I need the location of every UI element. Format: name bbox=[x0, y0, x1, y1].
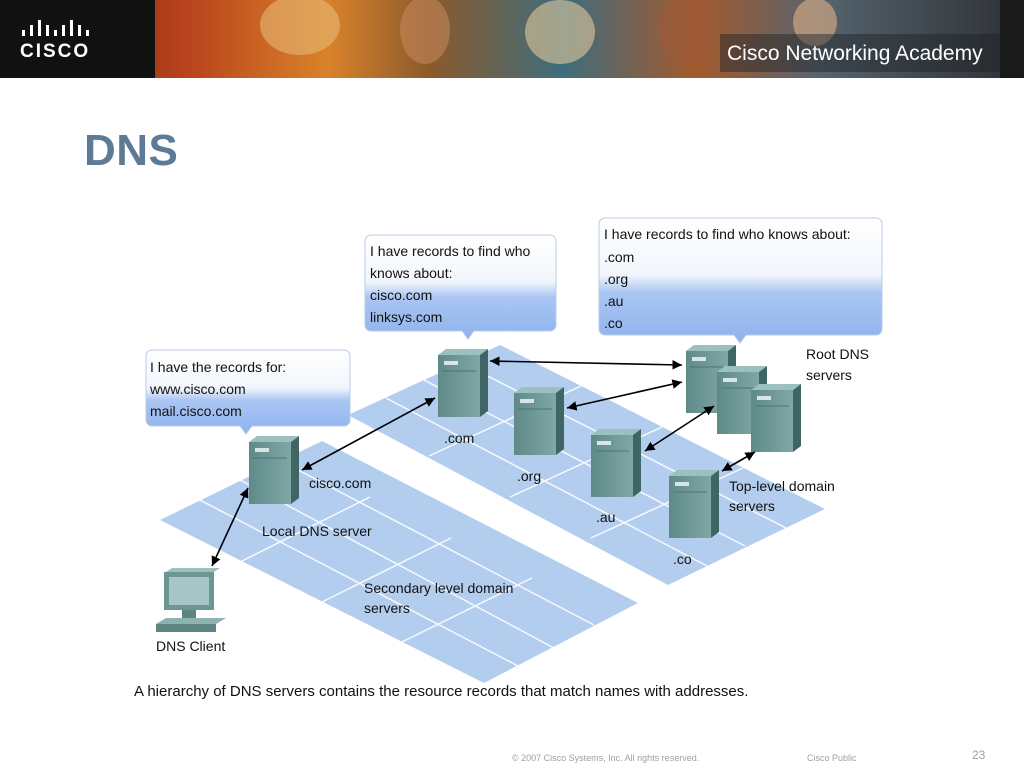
local-dns-server-icon bbox=[248, 435, 300, 505]
root-dns-label-line-2: servers bbox=[806, 367, 852, 383]
arrow-org-root bbox=[566, 379, 683, 411]
co-server-icon bbox=[668, 469, 720, 539]
au-label: .au bbox=[596, 509, 615, 525]
secondary-level-label-line-1: Secondary level domain bbox=[364, 580, 513, 596]
root-records-bubble: I have records to find who knows about: … bbox=[598, 217, 883, 344]
com-bubble-line-3: cisco.com bbox=[370, 287, 432, 303]
footer-copyright: © 2007 Cisco Systems, Inc. All rights re… bbox=[512, 753, 700, 763]
root-bubble-line-1: I have records to find who knows about: bbox=[604, 226, 851, 242]
local-records-bubble: I have the records for: www.cisco.com ma… bbox=[145, 349, 351, 435]
root-bubble-line-4: .au bbox=[604, 293, 623, 309]
dns-client-label: DNS Client bbox=[156, 638, 225, 654]
footer-classification: Cisco Public bbox=[807, 753, 857, 763]
academy-title: Cisco Networking Academy bbox=[727, 42, 983, 65]
arrow-au-root bbox=[644, 405, 715, 452]
slide-title: DNS bbox=[84, 126, 179, 175]
com-bubble-line-2: knows about: bbox=[370, 265, 453, 281]
banner-graphic: CISCO Cisco Networking Academy bbox=[0, 0, 1024, 78]
cisco-logo-text: CISCO bbox=[20, 41, 90, 62]
local-bubble-line-2: www.cisco.com bbox=[149, 381, 246, 397]
local-bubble-line-3: mail.cisco.com bbox=[150, 403, 242, 419]
arrow-client-local bbox=[211, 487, 249, 567]
co-label: .co bbox=[673, 551, 692, 567]
au-server-icon bbox=[590, 428, 642, 498]
secondary-level-label-line-2: servers bbox=[364, 600, 410, 616]
root-bubble-line-2: .com bbox=[604, 249, 634, 265]
org-label: .org bbox=[517, 468, 541, 484]
tld-label-line-1: Top-level domain bbox=[729, 478, 835, 494]
com-bubble-line-4: linksys.com bbox=[370, 309, 442, 325]
root-bubble-line-5: .co bbox=[604, 315, 623, 331]
page-number: 23 bbox=[972, 748, 986, 762]
com-server-icon bbox=[437, 348, 489, 418]
cisco-logo-icon bbox=[22, 20, 89, 36]
header-banner: CISCO Cisco Networking Academy bbox=[0, 0, 1024, 78]
figure-caption: A hierarchy of DNS servers contains the … bbox=[134, 683, 749, 700]
local-dns-server-label: Local DNS server bbox=[262, 523, 372, 539]
com-label: .com bbox=[444, 430, 474, 446]
cisco-com-label: cisco.com bbox=[309, 475, 371, 491]
root-dns-label-line-1: Root DNS bbox=[806, 346, 869, 362]
org-server-icon bbox=[513, 386, 565, 456]
com-bubble-line-1: I have records to find who bbox=[370, 243, 531, 259]
tld-label-line-2: servers bbox=[729, 498, 775, 514]
com-records-bubble: I have records to find who knows about: … bbox=[364, 234, 557, 340]
arrow-local-com bbox=[301, 397, 436, 471]
root-bubble-line-3: .org bbox=[604, 271, 628, 287]
arrow-com-root bbox=[489, 356, 683, 370]
root-server-icon-3 bbox=[750, 383, 802, 453]
local-bubble-line-1: I have the records for: bbox=[150, 359, 286, 375]
dns-client-computer-icon bbox=[156, 568, 226, 632]
arrow-co-root bbox=[721, 451, 756, 472]
